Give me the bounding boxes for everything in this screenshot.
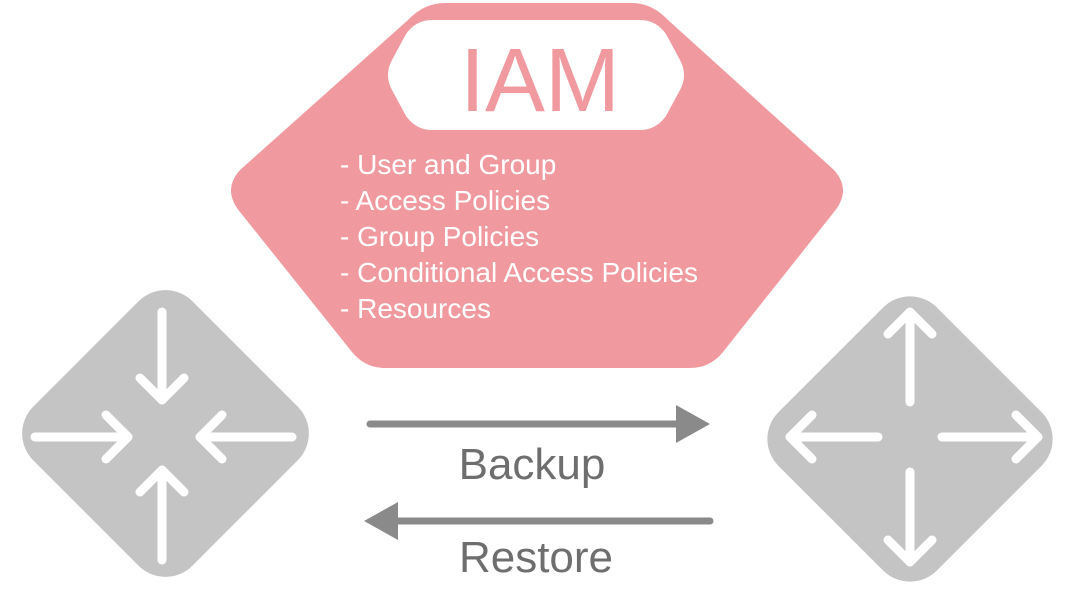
left-node	[22, 290, 309, 577]
iam-item-conditional-access-policies: - Conditional Access Policies	[340, 257, 698, 288]
backup-arrow-head	[676, 405, 710, 443]
right-node-diamond	[767, 296, 1053, 582]
iam-title: IAM	[460, 31, 620, 131]
iam-hexagon	[231, 3, 843, 368]
left-node-diamond	[22, 290, 309, 577]
restore-label: Restore	[459, 533, 613, 582]
right-node	[767, 296, 1053, 582]
iam-item-group-policies: - Group Policies	[340, 221, 539, 252]
arrows-outward-icon	[785, 307, 1043, 567]
restore-flow: Restore	[364, 502, 714, 582]
backup-flow: Backup	[366, 405, 710, 489]
iam-panel: IAM - User and Group - Access Policies -…	[231, 3, 843, 368]
iam-item-access-policies: - Access Policies	[340, 185, 550, 216]
arrows-inward-icon	[30, 307, 297, 565]
restore-arrow-head	[364, 502, 398, 540]
iam-item-user-and-group: - User and Group	[340, 149, 556, 180]
iam-title-badge	[388, 20, 684, 130]
iam-item-resources: - Resources	[340, 293, 491, 324]
backup-label: Backup	[459, 440, 606, 489]
